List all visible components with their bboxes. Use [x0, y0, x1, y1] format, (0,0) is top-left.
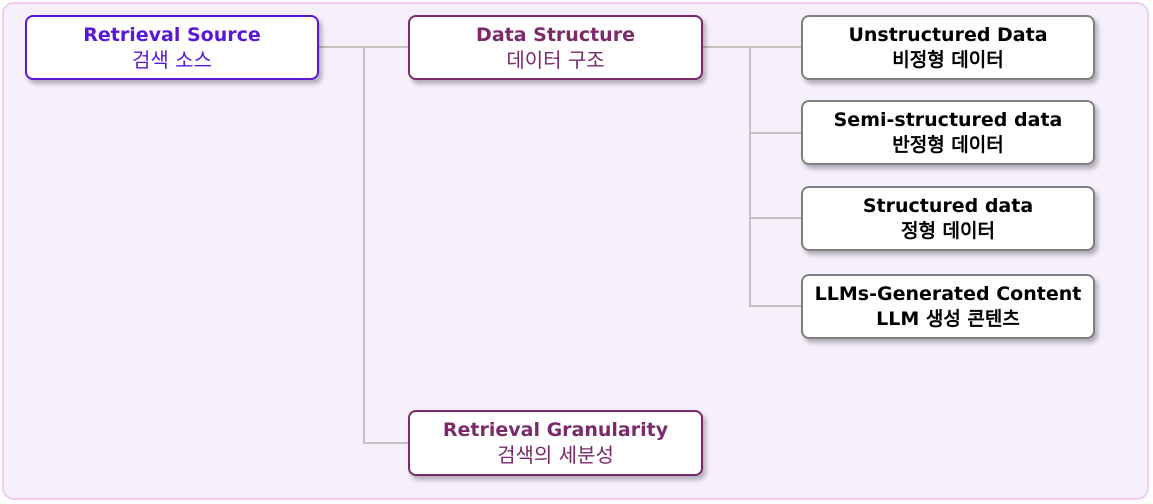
structured-data-node: Structured data 정형 데이터 [801, 186, 1095, 251]
unstructured-data-korean-label: 비정형 데이터 [892, 48, 1004, 71]
structured-data-korean-label: 정형 데이터 [900, 219, 995, 242]
retrieval-granularity-node: Retrieval Granularity 검색의 세분성 [408, 410, 703, 476]
connector-leaves-trunk [749, 47, 802, 307]
retrieval-source-label: Retrieval Source [83, 23, 261, 46]
retrieval-granularity-korean-label: 검색의 세분성 [497, 443, 614, 467]
retrieval-source-korean-label: 검색 소스 [132, 47, 212, 72]
semi-structured-data-korean-label: 반정형 데이터 [892, 133, 1004, 156]
connector-root-trunk [363, 47, 409, 444]
data-structure-korean-label: 데이터 구조 [506, 47, 605, 72]
retrieval-granularity-label: Retrieval Granularity [442, 419, 669, 441]
semi-structured-data-node: Semi-structured data 반정형 데이터 [801, 100, 1095, 165]
retrieval-source-node: Retrieval Source 검색 소스 [25, 15, 319, 80]
structured-data-label: Structured data [862, 194, 1034, 217]
semi-structured-data-label: Semi-structured data [833, 108, 1063, 131]
unstructured-data-label: Unstructured Data [848, 23, 1048, 46]
unstructured-data-node: Unstructured Data 비정형 데이터 [801, 15, 1095, 80]
llms-generated-content-label: LLMs-Generated Content [814, 282, 1082, 305]
data-structure-node: Data Structure 데이터 구조 [408, 15, 703, 80]
llms-generated-content-korean-label: LLM 생성 콘텐츠 [876, 307, 1020, 330]
llms-generated-content-node: LLMs-Generated Content LLM 생성 콘텐츠 [801, 274, 1095, 339]
data-structure-label: Data Structure [476, 23, 635, 46]
